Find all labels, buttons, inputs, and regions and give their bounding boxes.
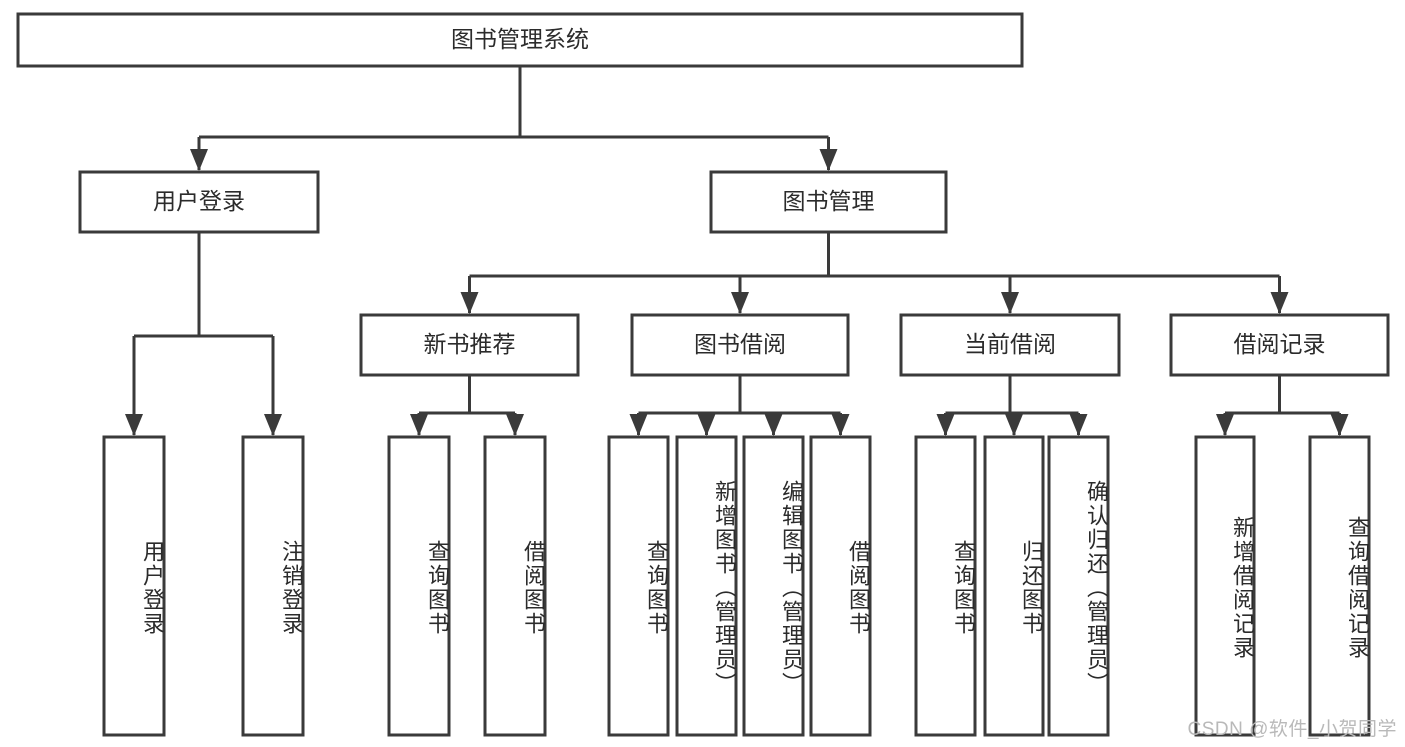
node-box-current-borrow[interactable]: [899, 313, 1121, 377]
arrow-head-icon-leaf-edit-book: [764, 414, 783, 436]
arrow-head-icon-leaf-borrow-book-2: [831, 414, 850, 436]
leaf-label-leaf-query-book-2: 查询图书: [644, 540, 668, 636]
leaf-label-leaf-query-book-3: 查询图书: [951, 540, 975, 636]
arrow-head-icon-leaf-add-record: [1216, 414, 1234, 436]
node-label-book-borrow: 图书借阅: [694, 331, 786, 357]
leaf-label-leaf-add-record: 新增借阅记录: [1230, 516, 1254, 660]
leaf-label-leaf-add-book: 新增图书（管理员）: [712, 480, 736, 696]
node-box-leaf-query-book-2[interactable]: [607, 435, 670, 737]
leaf-label-leaf-logout: 注销登录: [279, 540, 303, 636]
node-box-leaf-return-book[interactable]: [983, 435, 1045, 737]
node-box-leaf-logout[interactable]: [241, 435, 305, 737]
arrow-head-icon-current-borrow: [1001, 292, 1019, 314]
node-box-leaf-borrow-book-2[interactable]: [809, 435, 872, 737]
arrow-head-icon-leaf-borrow-book-1: [506, 414, 524, 436]
node-label-root: 图书管理系统: [451, 26, 589, 52]
node-box-book-borrow[interactable]: [630, 313, 850, 377]
arrow-head-icon-leaf-confirm-return: [1069, 414, 1088, 436]
arrow-head-icon-leaf-query-book-2: [629, 414, 648, 436]
node-box-leaf-borrow-book-1[interactable]: [483, 435, 547, 737]
node-label-borrow-record: 借阅记录: [1234, 331, 1326, 357]
arrow-head-icon-leaf-add-book: [697, 414, 716, 436]
arrow-head-icon-book-manage: [819, 149, 838, 171]
arrow-head-icon-leaf-return-book: [1005, 414, 1023, 436]
arrow-head-icon-new-book-rec: [460, 292, 479, 314]
arrow-head-icon-leaf-query-book-3: [936, 414, 955, 436]
node-box-group: [16, 12, 1390, 737]
node-box-leaf-edit-book[interactable]: [742, 435, 805, 737]
arrow-head-icon-user-login: [190, 149, 208, 171]
node-box-leaf-add-record[interactable]: [1194, 435, 1256, 737]
node-box-leaf-query-book-1[interactable]: [387, 435, 451, 737]
leaf-label-leaf-edit-book: 编辑图书（管理员）: [779, 480, 803, 696]
node-box-leaf-user-login[interactable]: [102, 435, 166, 737]
node-label-book-manage: 图书管理: [783, 188, 875, 214]
arrow-head-icon-borrow-record: [1270, 292, 1289, 314]
arrow-head-icon-leaf-query-book-1: [410, 414, 428, 436]
arrow-head-icon-leaf-user-login: [125, 414, 143, 436]
leaf-label-leaf-borrow-book-2: 借阅图书: [846, 540, 870, 636]
connector-group: [125, 66, 1349, 436]
node-label-current-borrow: 当前借阅: [964, 331, 1056, 357]
leaf-label-leaf-query-book-1: 查询图书: [425, 540, 449, 636]
node-box-leaf-confirm-return[interactable]: [1047, 435, 1110, 737]
node-box-leaf-add-book[interactable]: [675, 435, 738, 737]
node-label-user-login: 用户登录: [153, 188, 245, 214]
leaf-label-leaf-confirm-return: 确认归还（管理员）: [1084, 480, 1108, 696]
leaf-label-leaf-borrow-book-1: 借阅图书: [521, 540, 545, 636]
arrow-head-icon-leaf-query-record: [1330, 414, 1349, 436]
node-box-root[interactable]: [16, 12, 1024, 68]
node-label-new-book-rec: 新书推荐: [424, 331, 516, 357]
node-box-leaf-query-book-3[interactable]: [914, 435, 977, 737]
arrow-head-icon-leaf-logout: [264, 414, 282, 436]
node-box-new-book-rec[interactable]: [359, 313, 580, 377]
leaf-label-leaf-return-book: 归还图书: [1019, 540, 1043, 636]
node-box-leaf-query-record[interactable]: [1308, 435, 1371, 737]
arrow-head-icon-book-borrow: [731, 292, 749, 314]
node-box-book-manage[interactable]: [709, 170, 948, 234]
leaf-label-leaf-query-record: 查询借阅记录: [1345, 516, 1369, 660]
leaf-label-leaf-user-login: 用户登录: [140, 540, 164, 636]
node-box-borrow-record[interactable]: [1169, 313, 1390, 377]
node-box-user-login[interactable]: [78, 170, 320, 234]
